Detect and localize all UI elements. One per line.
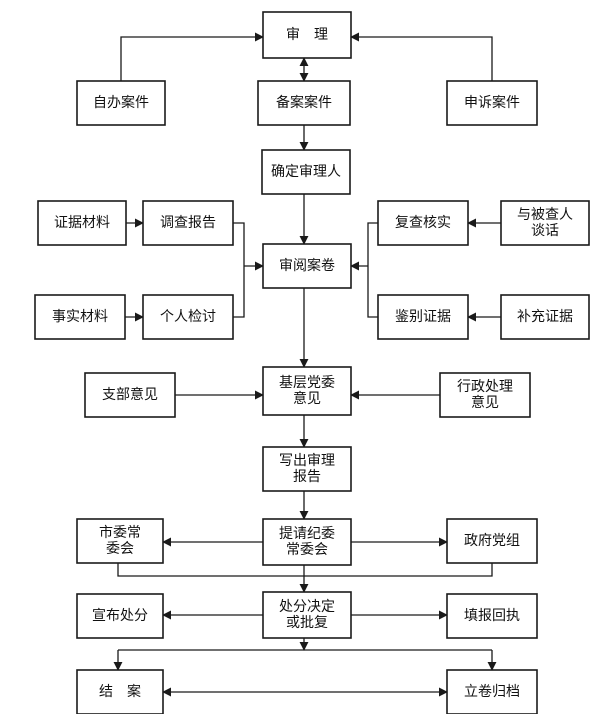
- node-zibananjian-box: [76, 80, 166, 126]
- edge-zibananjian-shenli: [120, 32, 264, 81]
- node-queding-label: 确定审理人: [271, 164, 341, 180]
- node-chufen-label: 处分决定: [279, 599, 335, 615]
- node-jiean-box: [76, 669, 164, 715]
- node-tiqing-label: 常委会: [286, 542, 328, 558]
- node-diaocha: 调查报告: [142, 200, 234, 246]
- node-jiceng-box: [262, 366, 352, 416]
- node-xiechu-label: 写出审理: [279, 453, 335, 469]
- node-lijuan-label: 立卷归档: [464, 683, 520, 700]
- node-zibananjian: 自办案件: [76, 80, 166, 126]
- node-shenyue-box: [262, 243, 352, 289]
- node-xiechu-box: [262, 446, 352, 492]
- node-shensuanjian: 申诉案件: [446, 80, 538, 126]
- node-shenli: 审 理: [262, 11, 352, 59]
- node-geren-box: [142, 294, 234, 340]
- node-shishi: 事实材料: [34, 294, 126, 340]
- node-zhengfu-box: [446, 518, 538, 564]
- node-fucha: 复查核实: [377, 200, 469, 246]
- node-geren: 个人检讨: [142, 294, 234, 340]
- node-shiwei-label: 市委常: [99, 524, 141, 541]
- node-zhengfu-label: 政府党组: [464, 533, 520, 549]
- node-zhibu: 支部意见: [84, 372, 176, 418]
- node-xuanbu-label: 宣布处分: [92, 608, 148, 624]
- node-queding: 确定审理人: [261, 149, 351, 195]
- node-shenli-label: 审 理: [286, 27, 328, 43]
- node-diaocha-label: 调查报告: [160, 215, 216, 231]
- edge-diaocha-bracket: [233, 222, 245, 318]
- node-tiqing-box: [262, 518, 352, 566]
- node-shiwei-box: [76, 518, 164, 564]
- node-fucha-label: 复查核实: [395, 214, 451, 231]
- node-buchong: 补充证据: [500, 294, 590, 340]
- node-tianbao: 填报回执: [446, 593, 538, 639]
- node-shiwei-label: 委会: [106, 541, 134, 557]
- node-jiceng-label: 意见: [293, 390, 321, 407]
- node-beichaar-box: [500, 200, 590, 246]
- node-jiean: 结 案: [76, 669, 164, 715]
- node-shishi-label: 事实材料: [52, 309, 108, 325]
- node-jiceng-label: 基层党委: [279, 374, 335, 391]
- node-zhengju-label: 证据材料: [54, 215, 110, 231]
- node-xingzheng-label: 行政处理: [457, 379, 513, 395]
- node-shensuanjian-label: 申诉案件: [464, 94, 520, 111]
- node-tiqing-label: 提请纪委: [279, 526, 335, 542]
- node-zhengju-box: [37, 200, 127, 246]
- node-tianbao-box: [446, 593, 538, 639]
- node-jianbie-label: 鉴别证据: [395, 309, 451, 325]
- node-fucha-box: [377, 200, 469, 246]
- node-lijuan-box: [446, 669, 538, 715]
- node-beichaar-label: 谈话: [531, 223, 559, 239]
- node-xingzheng-label: 意见: [471, 394, 499, 411]
- node-queding-box: [261, 149, 351, 195]
- node-jianbie-box: [377, 294, 469, 340]
- node-geren-label: 个人检讨: [160, 309, 216, 325]
- node-jiean-label: 结 案: [99, 683, 141, 700]
- node-xiechu-label: 报告: [293, 469, 321, 485]
- node-shenyue: 审阅案卷: [262, 243, 352, 289]
- node-buchong-box: [500, 294, 590, 340]
- node-zhibu-box: [84, 372, 176, 418]
- node-diaocha-box: [142, 200, 234, 246]
- node-xuanbu: 宣布处分: [76, 593, 164, 639]
- node-beichaar-label: 与被查人: [517, 207, 573, 223]
- node-beiananjian-box: [257, 80, 351, 126]
- node-shenyue-label: 审阅案卷: [279, 257, 335, 274]
- node-shishi-box: [34, 294, 126, 340]
- node-buchong-label: 补充证据: [517, 309, 573, 325]
- node-tianbao-label: 填报回执: [464, 608, 520, 624]
- node-zhengfu: 政府党组: [446, 518, 538, 564]
- node-beiananjian-label: 备案案件: [276, 94, 332, 111]
- node-shenli-box: [262, 11, 352, 59]
- node-beiananjian: 备案案件: [257, 80, 351, 126]
- node-xingzheng-box: [439, 372, 531, 418]
- node-zhibu-label: 支部意见: [102, 386, 158, 403]
- node-jianbie: 鉴别证据: [377, 294, 469, 340]
- flowchart-edges: [113, 32, 501, 697]
- node-xuanbu-box: [76, 593, 164, 639]
- edge-fucha-bracket: [367, 222, 378, 318]
- node-zibananjian-label: 自办案件: [93, 94, 149, 111]
- node-chufen-label: 或批复: [286, 614, 328, 631]
- edge-shensuanjian-shenli: [350, 32, 493, 81]
- node-lijuan: 立卷归档: [446, 669, 538, 715]
- node-chufen-box: [262, 591, 352, 639]
- node-zhengju: 证据材料: [37, 200, 127, 246]
- edge-shiwei-merge: [117, 563, 493, 577]
- node-shensuanjian-box: [446, 80, 538, 126]
